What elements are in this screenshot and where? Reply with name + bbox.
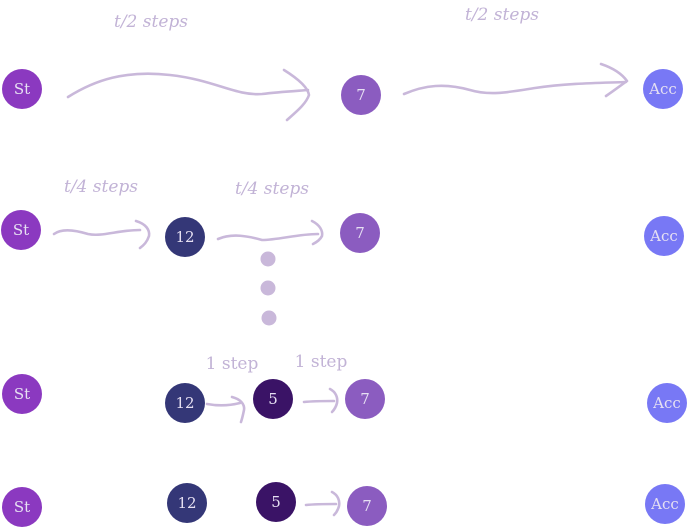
node-start-label: St	[14, 498, 30, 516]
step-label-t-half-1: t/2 steps	[114, 12, 188, 32]
node-start-label: St	[14, 80, 30, 98]
row-2: St t/4 steps 12 t/4 steps 7 Acc	[1, 177, 684, 257]
node-start	[2, 374, 42, 414]
step-label-t-quarter-1: t/4 steps	[64, 177, 138, 197]
ellipsis	[260, 251, 277, 326]
arrow	[304, 502, 338, 507]
node-7	[345, 379, 385, 419]
step-label-one-2: 1 step	[295, 352, 348, 372]
node-7-label: 7	[360, 390, 370, 408]
arrow	[66, 72, 310, 99]
arrowhead	[330, 490, 341, 517]
node-start	[1, 210, 41, 250]
arrowhead	[282, 68, 311, 122]
node-accept	[647, 383, 687, 423]
node-7-label: 7	[356, 86, 366, 104]
node-7-label: 7	[355, 224, 365, 242]
arrowhead	[599, 62, 629, 98]
arrowhead	[328, 387, 339, 414]
arrow	[205, 401, 242, 407]
step-label-one-1: 1 step	[206, 354, 259, 374]
node-start-label: St	[13, 221, 29, 239]
row-3: St 12 1 step 5 1 step 7 Acc	[2, 352, 687, 424]
node-start	[2, 487, 42, 527]
step-label-t-half-2: t/2 steps	[465, 5, 539, 25]
node-accept-label: Acc	[649, 227, 678, 245]
node-5	[256, 482, 296, 522]
node-accept-label: Acc	[652, 394, 681, 412]
node-12	[165, 217, 205, 257]
node-accept	[643, 69, 683, 109]
node-7	[340, 213, 380, 253]
node-accept	[645, 484, 685, 524]
node-5	[253, 379, 293, 419]
ellipsis-dot	[261, 310, 277, 326]
ellipsis-dot	[260, 280, 276, 296]
node-5-label: 5	[271, 493, 281, 511]
arrowhead	[230, 395, 246, 424]
node-start-label: St	[14, 385, 30, 403]
arrow	[52, 228, 142, 236]
arrow	[302, 399, 336, 404]
node-7	[347, 486, 387, 526]
node-7	[341, 75, 381, 115]
node-12-label: 12	[175, 228, 194, 246]
node-accept-label: Acc	[648, 80, 677, 98]
arrowhead	[310, 219, 324, 246]
ellipsis-dot	[260, 251, 276, 267]
node-start	[2, 69, 42, 109]
node-12	[165, 383, 205, 423]
node-12	[167, 483, 207, 523]
step-label-t-quarter-2: t/4 steps	[235, 179, 309, 199]
row-1: St t/2 steps 7 t/2 steps Acc	[2, 5, 683, 122]
node-7-label: 7	[362, 497, 372, 515]
arrowhead	[134, 219, 151, 250]
node-12-label: 12	[177, 494, 196, 512]
row-4: St 12 5 7 Acc	[2, 482, 685, 527]
arrow	[216, 232, 320, 242]
node-12-label: 12	[175, 394, 194, 412]
node-accept	[644, 216, 684, 256]
node-accept-label: Acc	[650, 495, 679, 513]
node-5-label: 5	[268, 390, 278, 408]
arrow	[402, 80, 628, 96]
